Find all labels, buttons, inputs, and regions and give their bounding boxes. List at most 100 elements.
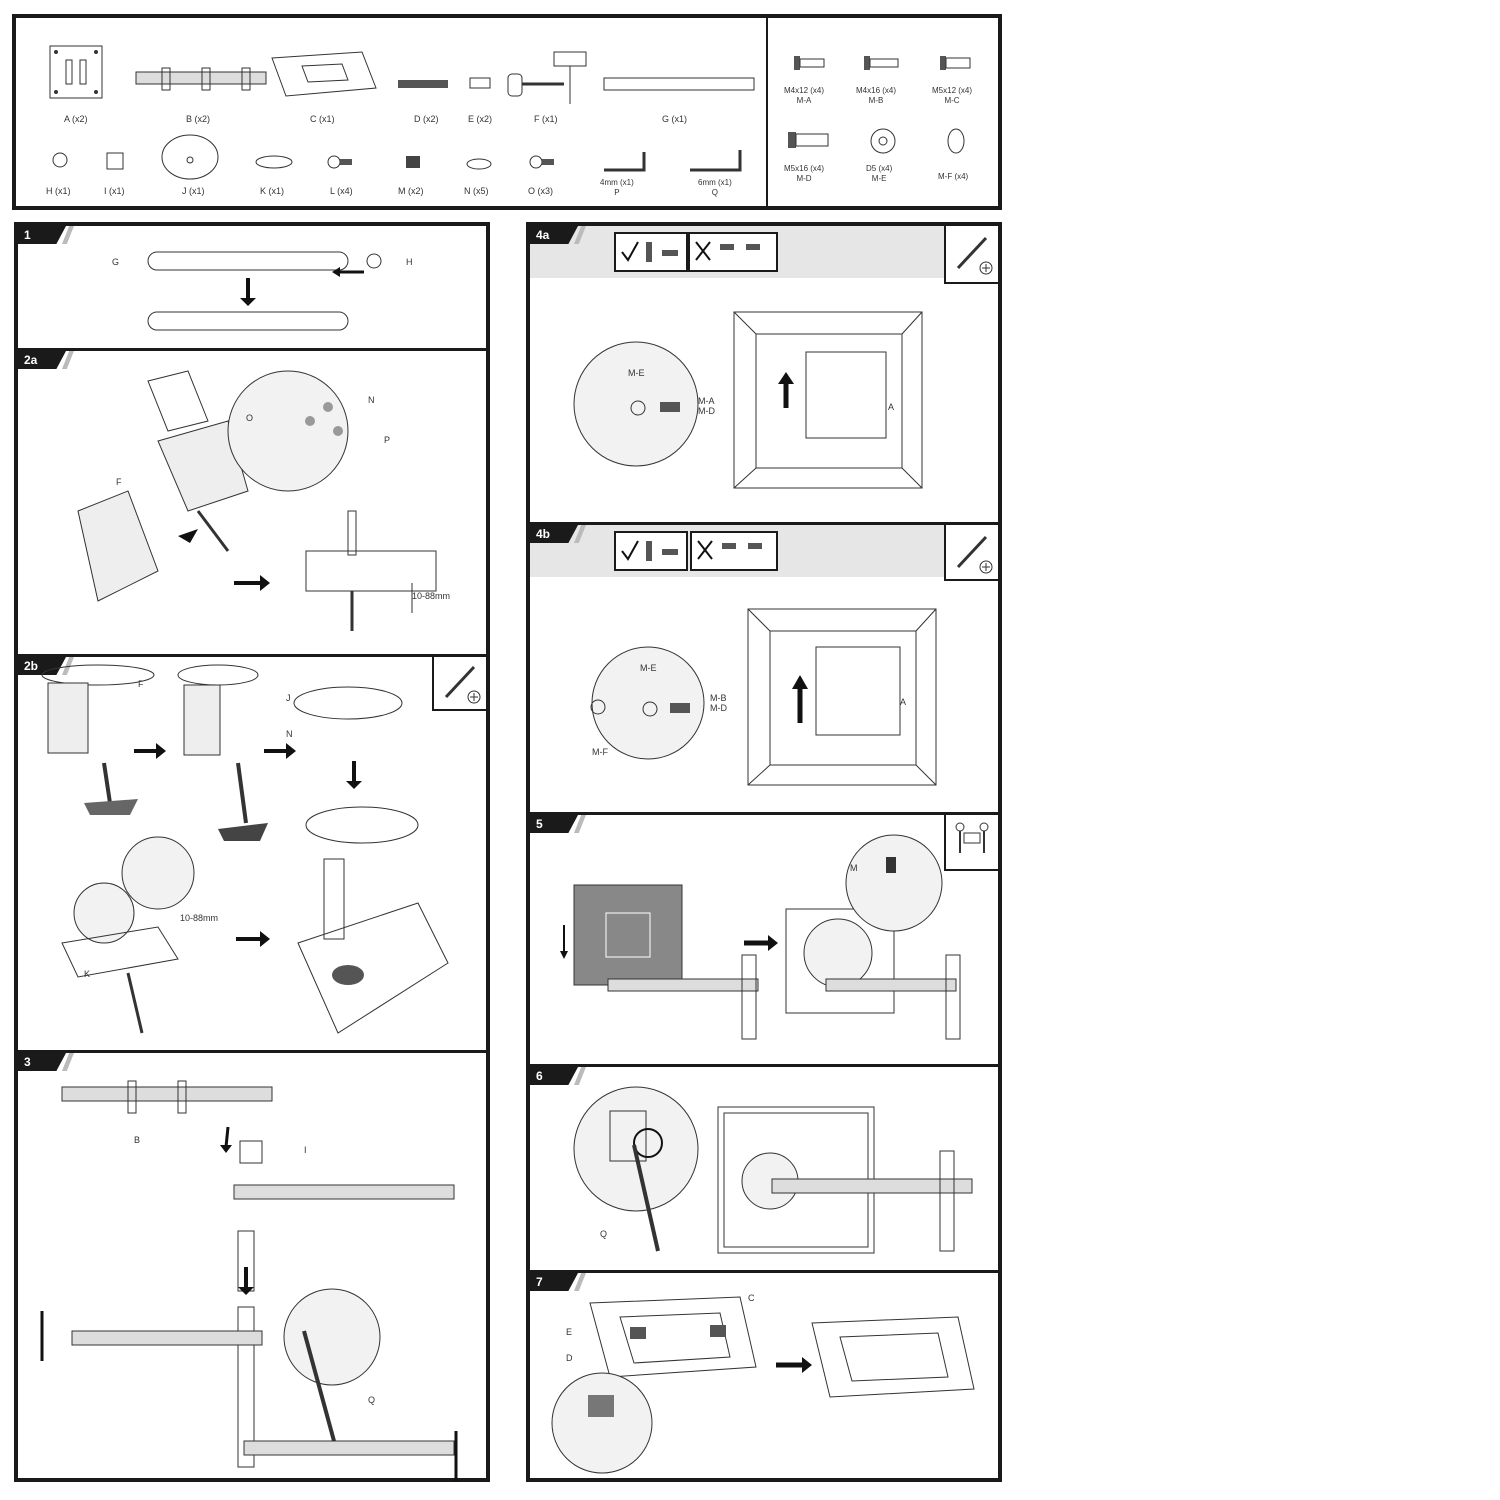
part-n-drawing	[466, 158, 492, 170]
clamp-range-2: 10-88mm	[180, 913, 219, 923]
step-6-panel: 6 Q	[530, 1064, 998, 1273]
part-p-drawing	[604, 152, 646, 172]
part-label: H (x1)	[46, 186, 71, 196]
screwdriver-icon	[944, 226, 998, 284]
callout-ma-md: M-A M-D	[698, 396, 715, 416]
left-steps-column: 1 G H 2a N O P	[14, 222, 490, 1482]
correct-screw-icon	[614, 531, 688, 571]
screw-md-drawing	[788, 132, 829, 148]
part-a-drawing	[49, 45, 103, 99]
callout-j: J	[286, 693, 291, 703]
parts-divider	[766, 18, 768, 206]
step-badge: 6	[530, 1067, 578, 1085]
step-badge: 5	[530, 815, 578, 833]
monitor-attach-drawing	[560, 834, 961, 1040]
callout-g: G	[112, 257, 120, 267]
part-label: K (x1)	[260, 186, 285, 196]
washer-me-drawing	[870, 128, 896, 154]
screw-label: M-F (x4)	[938, 172, 969, 181]
part-q-drawing	[690, 150, 742, 172]
screw-label: M4x12 (x4)M-A	[784, 86, 825, 105]
screw-label: D5 (x4)M-E	[866, 164, 893, 183]
part-label: 6mm (x1)Q	[698, 178, 732, 197]
part-label: B (x2)	[186, 114, 211, 124]
screw-label: M4x16 (x4)M-B	[856, 86, 897, 105]
step-badge: 4a	[530, 226, 578, 244]
step-badge: 2b	[18, 657, 66, 675]
screw-label: M5x16 (x4)M-D	[784, 164, 825, 183]
step-badge: 7	[530, 1273, 578, 1291]
part-g-drawing	[603, 77, 755, 91]
part-e-drawing	[469, 77, 491, 89]
part-label: L (x4)	[330, 186, 353, 196]
callout-c: C	[748, 1293, 755, 1303]
step-1-panel: 1 G H	[18, 226, 486, 348]
screwdriver-icon	[432, 657, 486, 711]
callout-o: O	[246, 413, 254, 423]
callout-me2: M-E	[640, 663, 657, 673]
callout-i: I	[304, 1145, 307, 1155]
vesa-mount-drawing	[573, 311, 923, 489]
screw-mb-drawing	[864, 56, 899, 70]
screw-label: M5x12 (x4)M-C	[932, 86, 973, 105]
part-d-drawing	[398, 80, 448, 88]
callout-n: N	[368, 395, 375, 405]
part-m-drawing	[406, 156, 420, 168]
part-b-drawing	[135, 67, 267, 91]
arm-assembly-drawing	[40, 1080, 458, 1481]
step-badge: 4b	[530, 525, 578, 543]
part-h-drawing	[52, 152, 68, 168]
part-label: O (x3)	[528, 186, 554, 196]
callout-h: H	[406, 257, 413, 267]
callout-n2: N	[286, 729, 293, 739]
part-label: 4mm (x1)P	[600, 178, 634, 197]
step-4a-panel: 4a M-E M-A M-D A	[530, 226, 998, 522]
screw-ma-drawing	[794, 56, 825, 70]
step-2a-panel: 2a N O P F 10-88mm	[18, 348, 486, 657]
part-c-drawing	[271, 51, 377, 97]
part-f-drawing	[507, 51, 587, 104]
step-7-panel: 7 C E D	[530, 1270, 998, 1481]
callout-f2: F	[138, 679, 144, 689]
callout-me: M-E	[628, 368, 645, 378]
laptop-tray-drawing	[551, 1296, 975, 1474]
correct-screw-icon	[614, 232, 688, 272]
step-badge: 2a	[18, 351, 66, 369]
callout-mf: M-F	[592, 747, 608, 757]
step-4b-panel: 4b M-E M-B M-D M-F A	[530, 522, 998, 815]
part-label: C (x1)	[310, 114, 335, 124]
part-k-drawing	[255, 155, 293, 169]
callout-d: D	[566, 1353, 573, 1363]
callout-mb-md: M-B M-D	[710, 693, 727, 713]
part-i-drawing	[106, 152, 124, 170]
parts-list: A (x2) B (x2) C (x1) D (x2) E (x2) F (x1…	[12, 14, 1002, 210]
callout-e: E	[566, 1327, 573, 1337]
part-label: G (x1)	[662, 114, 688, 124]
screw-mc-drawing	[940, 56, 971, 70]
step-2b-panel: 2b F J N	[18, 654, 486, 1053]
callout-p: P	[384, 435, 391, 445]
callout-q: Q	[368, 1395, 376, 1405]
clamp-assembly-drawing	[77, 370, 437, 631]
step-5-panel: 5 M	[530, 812, 998, 1067]
callout-k: K	[84, 969, 91, 979]
callout-b: B	[134, 1135, 141, 1145]
step-badge: 1	[18, 226, 66, 244]
callout-q2: Q	[600, 1229, 608, 1239]
callout-a2: A	[900, 697, 907, 707]
two-person-lift-icon	[944, 815, 998, 871]
part-label: M (x2)	[398, 186, 424, 196]
wrong-screw-icon	[690, 531, 778, 571]
vesa-mount-spacer-drawing	[590, 608, 937, 786]
part-label: D (x2)	[414, 114, 439, 124]
part-l-drawing	[327, 155, 352, 169]
grommet-assembly-drawing	[41, 664, 449, 1034]
tilt-adjust-drawing	[573, 1086, 973, 1254]
callout-f: F	[116, 477, 122, 487]
clamp-range: 10-88mm	[412, 591, 451, 601]
right-steps-column: 4a M-E M-A M-D A 4b	[526, 222, 1002, 1482]
spacer-mf-drawing	[947, 128, 965, 154]
pole-drawing	[147, 251, 382, 331]
part-label: F (x1)	[534, 114, 558, 124]
part-label: J (x1)	[182, 186, 205, 196]
